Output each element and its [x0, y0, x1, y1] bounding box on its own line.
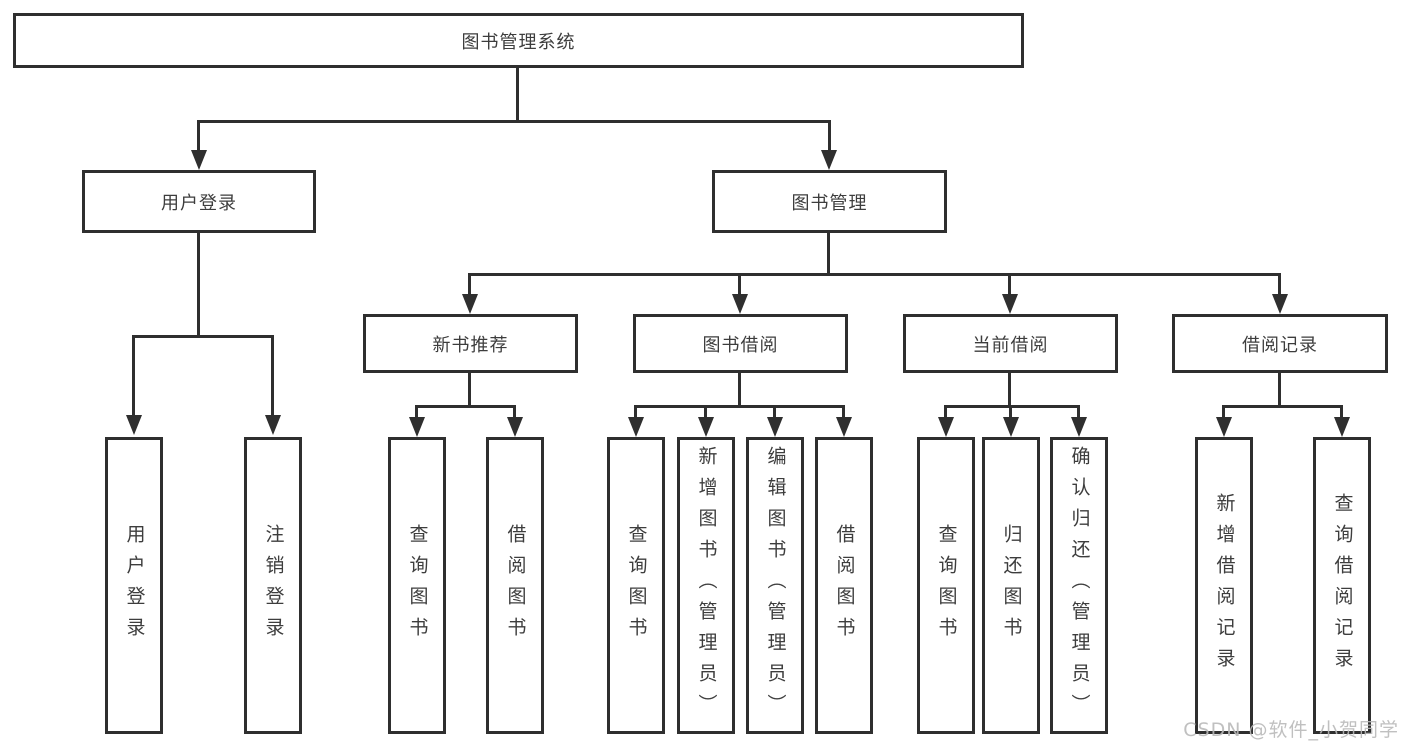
leaf-query-borrow-record: 查询借阅记录	[1313, 437, 1371, 734]
arrow-down-icon	[126, 415, 142, 435]
connector-line	[1009, 405, 1012, 417]
connector-line	[415, 405, 418, 417]
connector-line	[738, 273, 741, 295]
connector-line	[1278, 373, 1281, 408]
node-book-management: 图书管理	[712, 170, 947, 233]
connector-line	[944, 405, 1080, 408]
connector-line	[513, 405, 516, 417]
connector-line	[415, 405, 516, 408]
connector-line	[271, 335, 274, 417]
arrow-down-icon	[1003, 417, 1019, 437]
arrow-down-icon	[1334, 417, 1350, 437]
arrow-down-icon	[836, 417, 852, 437]
connector-line	[842, 405, 845, 417]
leaf-return-books: 归还图书	[982, 437, 1040, 734]
connector-line	[197, 233, 200, 338]
leaf-user-login: 用户登录	[105, 437, 163, 734]
arrow-down-icon	[1272, 294, 1288, 314]
arrow-down-icon	[821, 150, 837, 170]
leaf-logout: 注销登录	[244, 437, 302, 734]
connector-line	[197, 120, 200, 152]
leaf-edit-books-admin: 编辑图书（管理员）	[746, 437, 804, 734]
leaf-confirm-return-admin: 确认归还（管理员）	[1050, 437, 1108, 734]
arrow-down-icon	[1002, 294, 1018, 314]
connector-line	[468, 373, 471, 408]
connector-line	[468, 273, 1281, 276]
node-current-borrowing: 当前借阅	[903, 314, 1118, 373]
connector-line	[828, 120, 831, 152]
leaf-borrow-books: 借阅图书	[486, 437, 544, 734]
arrow-down-icon	[767, 417, 783, 437]
connector-line	[944, 405, 947, 417]
connector-line	[827, 233, 830, 276]
connector-line	[1008, 373, 1011, 408]
arrow-down-icon	[462, 294, 478, 314]
arrow-down-icon	[628, 417, 644, 437]
connector-line	[468, 273, 471, 295]
arrow-down-icon	[938, 417, 954, 437]
connector-line	[516, 68, 519, 122]
connector-line	[1222, 405, 1343, 408]
node-user-login: 用户登录	[82, 170, 316, 233]
csdn-watermark: CSDN @软件_小贺同学	[1183, 719, 1399, 741]
arrow-down-icon	[507, 417, 523, 437]
node-borrowing-records: 借阅记录	[1172, 314, 1388, 373]
arrow-down-icon	[1071, 417, 1087, 437]
connector-line	[704, 405, 707, 417]
leaf-add-books-admin: 新增图书（管理员）	[677, 437, 735, 734]
connector-line	[197, 120, 831, 123]
arrow-down-icon	[1216, 417, 1232, 437]
connector-line	[132, 335, 135, 417]
arrow-down-icon	[191, 150, 207, 170]
connector-line	[634, 405, 637, 417]
leaf-borrow-books: 借阅图书	[815, 437, 873, 734]
connector-line	[1340, 405, 1343, 417]
leaf-query-books: 查询图书	[917, 437, 975, 734]
connector-line	[1278, 273, 1281, 295]
leaf-query-books: 查询图书	[607, 437, 665, 734]
node-new-book-recommend: 新书推荐	[363, 314, 578, 373]
leaf-query-books: 查询图书	[388, 437, 446, 734]
arrow-down-icon	[732, 294, 748, 314]
connector-line	[773, 405, 776, 417]
connector-line	[1008, 273, 1011, 295]
arrow-down-icon	[409, 417, 425, 437]
node-book-borrowing: 图书借阅	[633, 314, 848, 373]
connector-line	[1077, 405, 1080, 417]
node-library-management-system: 图书管理系统	[13, 13, 1024, 68]
connector-line	[132, 335, 274, 338]
connector-line	[738, 373, 741, 408]
connector-line	[1222, 405, 1225, 417]
arrow-down-icon	[265, 415, 281, 435]
connector-line	[634, 405, 845, 408]
leaf-add-borrow-record: 新增借阅记录	[1195, 437, 1253, 734]
arrow-down-icon	[698, 417, 714, 437]
